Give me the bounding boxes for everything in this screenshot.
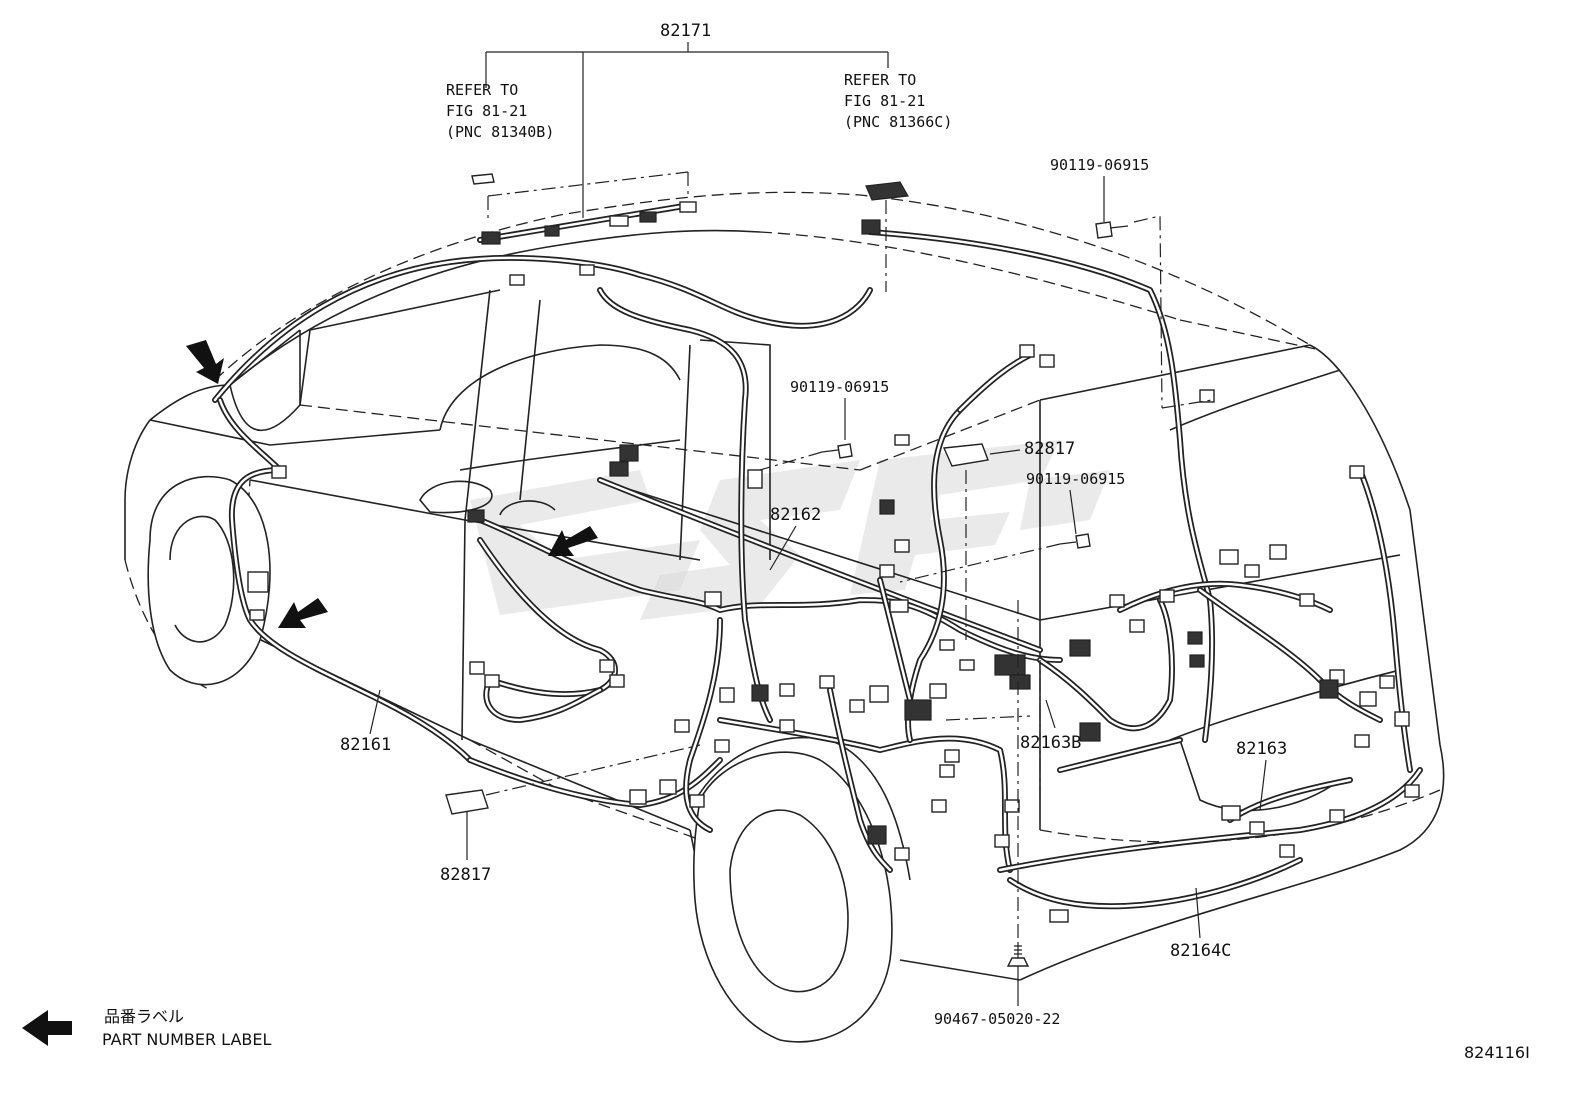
callout-82161: 82161	[340, 735, 391, 755]
bolt-icon	[821, 221, 1129, 549]
figure-id: 824116I	[1464, 1043, 1530, 1062]
refer-right-line3: (PNC 81366C)	[844, 113, 952, 131]
callout-82171: 82171	[660, 21, 711, 41]
watermark	[470, 440, 1110, 620]
callout-bolt-top-right: 90119-06915	[1050, 156, 1149, 174]
callout-82164c: 82164C	[1170, 941, 1231, 961]
vehicle-body-outline	[124, 191, 1445, 981]
part-number-label-right	[942, 443, 989, 467]
label-location-arrow	[186, 340, 598, 628]
refer-left-line1: REFER TO	[446, 81, 518, 99]
refer-left-line3: (PNC 81340B)	[446, 123, 554, 141]
refer-left-line2: FIG 81-21	[446, 102, 527, 120]
module-top-right	[865, 181, 909, 201]
part-number-label-left	[445, 789, 489, 815]
callout-82163b: 82163B	[1020, 733, 1081, 753]
refer-right-line1: REFER TO	[844, 71, 916, 89]
callout-82817-right: 82817	[1024, 439, 1075, 459]
module-top-left	[471, 173, 495, 185]
callout-82817-left: 82817	[440, 865, 491, 885]
clip-icon	[1006, 942, 1030, 967]
floor-harness-82162	[477, 477, 1063, 723]
locator-lines	[485, 171, 1213, 940]
callout-bolt-center: 90119-06915	[790, 378, 889, 396]
legend-arrow-icon	[22, 1010, 72, 1046]
legend-english: PART NUMBER LABEL	[102, 1030, 271, 1049]
side-harness-82161	[217, 397, 723, 808]
rear-wheel	[689, 736, 911, 1043]
callout-82162: 82162	[770, 505, 821, 525]
connectors	[247, 201, 1420, 923]
legend-japanese: 品番ラベル	[104, 1007, 184, 1026]
callout-82163: 82163	[1236, 739, 1287, 759]
roof-harness	[212, 202, 1216, 743]
front-wheel	[147, 475, 271, 686]
callout-clip: 90467-05020-22	[934, 1010, 1060, 1028]
leader-lines	[369, 42, 1267, 1006]
refer-right-line2: FIG 81-21	[844, 92, 925, 110]
callout-bolt-right: 90119-06915	[1026, 470, 1125, 488]
